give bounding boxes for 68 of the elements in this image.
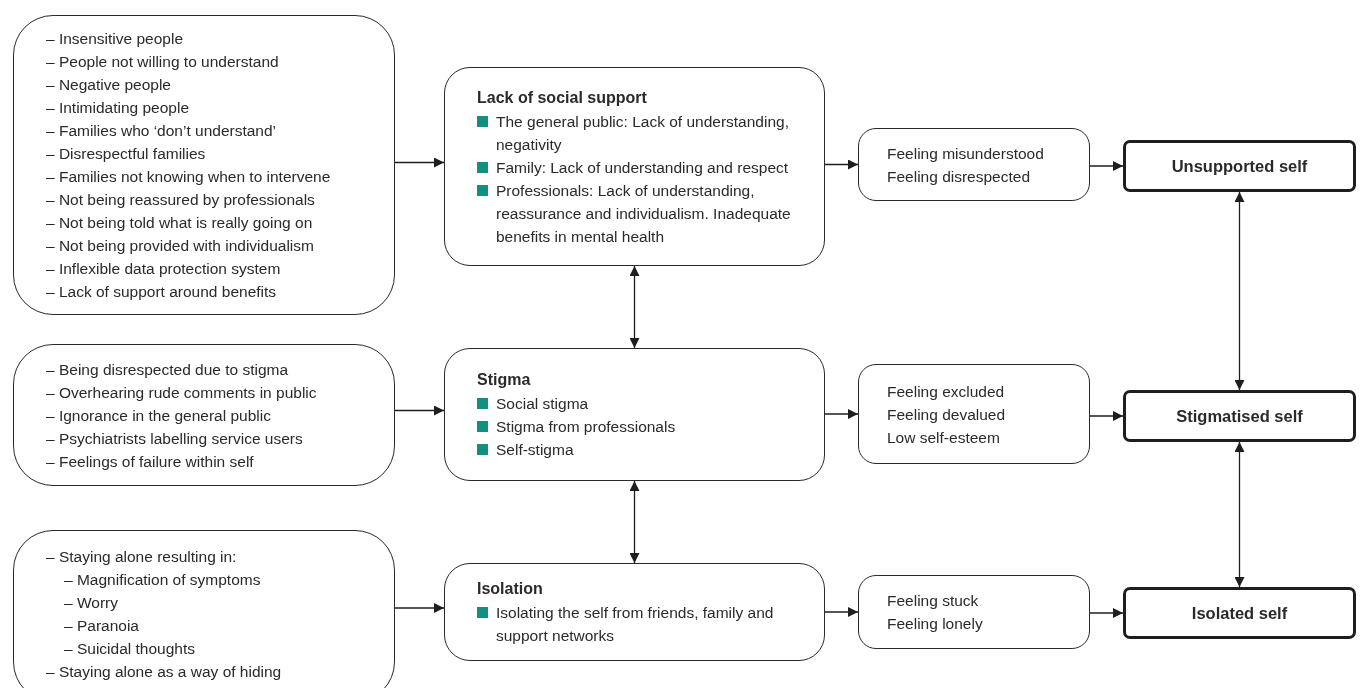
list-item: – Staying alone resulting in: (46, 547, 238, 567)
list-item: – Paranoia (63, 616, 140, 636)
rounded-box (13, 344, 395, 486)
arrow (1089, 161, 1124, 171)
rounded-box (858, 575, 1090, 649)
arrow (824, 409, 859, 419)
list-item: – Families not knowing when to intervene (46, 167, 332, 187)
feeling-text: Feeling excluded (887, 381, 1006, 402)
list-item: – Lack of support around benefits (46, 282, 278, 302)
feeling-text: Feeling misunderstood (887, 143, 1045, 164)
rounded-box (858, 364, 1090, 464)
arrow (824, 159, 859, 170)
rounded-box (444, 67, 825, 266)
arrow (629, 480, 640, 564)
arrow (394, 603, 445, 613)
list-item: – Suicidal thoughts (63, 639, 196, 659)
bullet-text: Isolating the self from friends, family and support networks (496, 603, 775, 646)
bullet-text: The general public: Lack of understanding, negativity (496, 111, 790, 155)
list-item: – Worry (63, 593, 119, 613)
list-item: – Not being reassured by professionals (46, 190, 316, 210)
list-item: – Ignorance in the general public (46, 405, 272, 426)
arrow (394, 405, 445, 416)
feeling-text: Feeling devalued (887, 404, 1007, 425)
bullet-text: Social stigma (496, 394, 589, 414)
outcome-box (1123, 390, 1356, 442)
arrow (629, 265, 640, 349)
feeling-text: Low self-esteem (887, 427, 1001, 448)
rounded-box (858, 128, 1090, 201)
list-item: – Inflexible data protection system (46, 259, 282, 279)
feeling-text: Feeling stuck (887, 591, 980, 611)
arrow (1089, 411, 1124, 421)
box-heading: Stigma (477, 370, 532, 390)
list-item: – Staying alone as a way of hiding (46, 662, 283, 682)
feeling-text: Feeling disrespected (887, 166, 1032, 187)
box-heading: Isolation (477, 579, 544, 599)
arrow (824, 607, 859, 617)
list-item: – Feelings of failure within self (46, 451, 255, 472)
rounded-box (444, 563, 825, 661)
box-heading: Lack of social support (477, 87, 648, 108)
list-item: – Not being provided with individualism (46, 236, 315, 256)
list-item: – Negative people (46, 75, 172, 95)
outcome-box (1123, 587, 1356, 639)
rounded-box (444, 348, 825, 481)
rounded-box (13, 530, 395, 688)
arrow (1089, 608, 1124, 618)
arrow (1234, 191, 1245, 391)
list-item: – Magnification of symptoms (63, 570, 262, 590)
outcome-label: Stigmatised self (1176, 405, 1303, 427)
outcome-box (1123, 140, 1356, 192)
arrow (1234, 441, 1245, 588)
bullet-text: Family: Lack of understanding and respect (496, 157, 789, 178)
outcome-label: Unsupported self (1171, 155, 1308, 177)
rounded-box (13, 15, 395, 315)
list-item: – Families who ‘don’t understand’ (46, 121, 278, 141)
feeling-text: Feeling lonely (887, 614, 984, 634)
list-item: – Intimidating people (46, 98, 191, 118)
list-item: – Being disrespected due to stigma (46, 359, 290, 380)
list-item: – Overhearing rude comments in public (46, 382, 318, 403)
list-item: – People not willing to understand (46, 52, 280, 72)
list-item: – Insensitive people (46, 29, 184, 49)
bullet-text: Professionals: Lack of understanding, reassurance and individualism. Inadequate benefits in mental health (496, 180, 792, 247)
list-item: – Psychiatrists labelling service users (46, 428, 304, 449)
arrow (394, 157, 445, 168)
bullet-text: Self-stigma (496, 440, 574, 460)
bullet-text: Stigma from professionals (496, 417, 676, 437)
list-item: – Not being told what is really going on (46, 213, 314, 233)
list-item: – Disrespectful families (46, 144, 207, 164)
outcome-label: Isolated self (1191, 602, 1288, 624)
